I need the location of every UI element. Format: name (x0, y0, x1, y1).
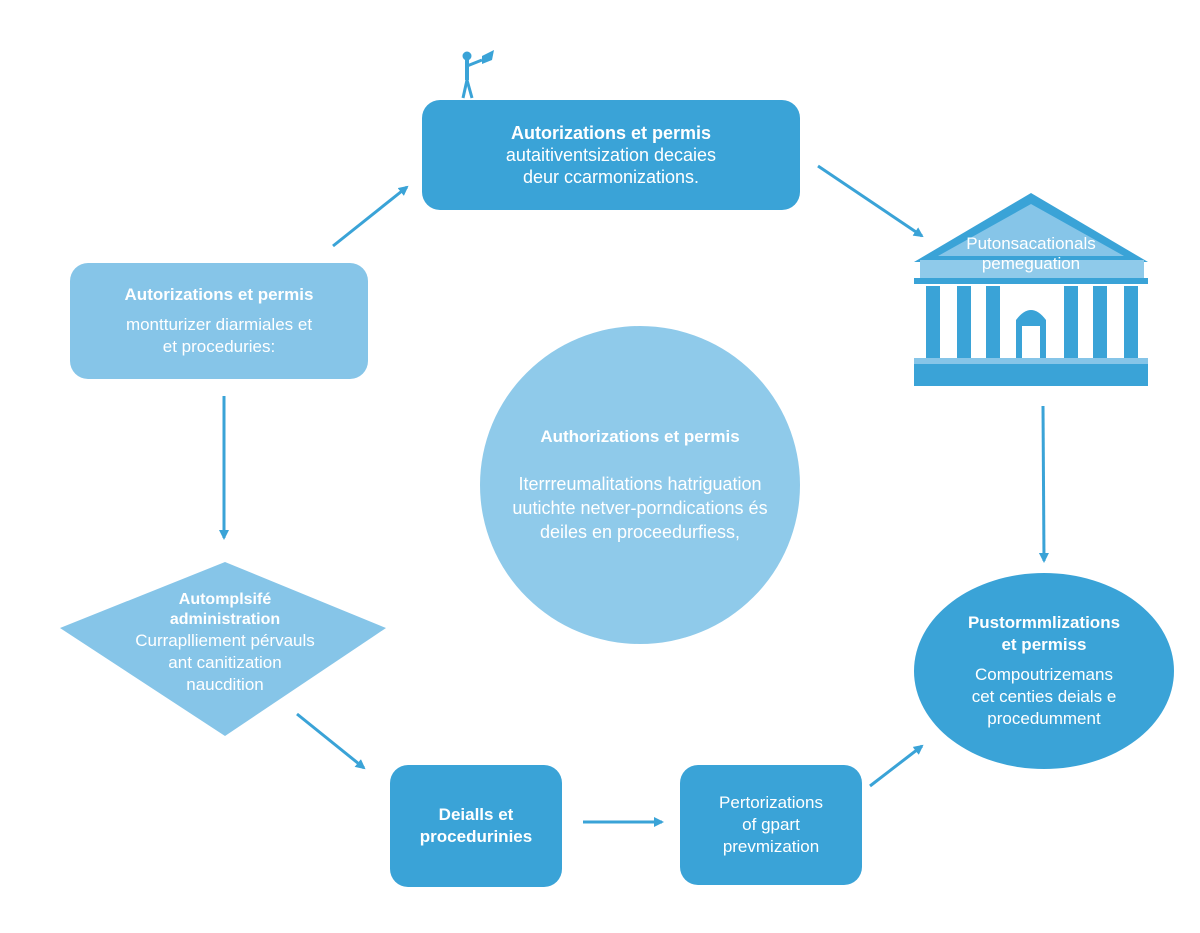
node-center-line-1: Iterrreumalitations hatriguation (518, 474, 762, 494)
node-bottom-left-box: Deialls et procedurinies (390, 765, 562, 887)
node-right-title-1: Pustormmlizations (967, 613, 1121, 632)
node-bottom-right-box: Pertorizations of gpart prevmization (680, 765, 862, 885)
node-right-line-1: Compoutrizemans (975, 665, 1113, 684)
building-label-line-2: pemeguation (981, 254, 1081, 273)
node-right-ellipse: Pustormmlizations et permiss Compoutrize… (914, 573, 1174, 769)
node-center-title: Authorizations et permis (540, 427, 740, 446)
person-with-flag-icon (461, 50, 494, 99)
node-diamond: Automplsifé administration Curraplliemen… (120, 578, 330, 708)
node-left-line-1: montturizer diarmiales et (125, 315, 313, 334)
node-top-line-2: deur ccarmonizations. (522, 167, 700, 187)
node-diamond-line-1: Curraplliement pérvauls (135, 631, 315, 650)
node-bottom1-line-2: procedurinies (419, 827, 533, 846)
node-left-line-2: et proceduries: (162, 337, 276, 356)
node-bottom2-line-2: of gpart (742, 815, 800, 834)
node-left-title: Autorizations et permis (124, 285, 314, 304)
node-diamond-title-1: Automplsifé (178, 591, 272, 608)
node-top-line-1: autaitiventsization decaies (505, 145, 717, 165)
node-bottom1-line-1: Deialls et (438, 805, 514, 824)
node-diamond-line-2: ant canitization (168, 653, 282, 672)
node-center-line-2: uutichte netver-porndications és (512, 498, 768, 518)
diamond-shape (60, 562, 386, 736)
node-bottom2-line-3: prevmization (722, 837, 820, 856)
node-right-line-2: cet centies deials e (971, 687, 1117, 706)
building-label-line-1: Putonsacationals (966, 234, 1096, 253)
arrow-diamond-to-bottom1 (296, 712, 366, 770)
government-building-icon (914, 193, 1148, 386)
node-center-circle: Authorizations et permis Iterrreumalitat… (480, 326, 800, 644)
node-top-box: Autorizations et permis autaitiventsizat… (422, 100, 800, 210)
node-diamond-line-3: naucdition (186, 675, 264, 694)
building-label: Putonsacationals pemeguation (916, 234, 1146, 274)
node-bottom2-line-1: Pertorizations (719, 793, 823, 812)
node-right-line-3: procedumment (987, 709, 1101, 728)
node-right-title-2: et permiss (1001, 635, 1087, 654)
node-top-title: Autorizations et permis (510, 123, 712, 143)
arrow-top-to-building (817, 164, 924, 238)
node-diamond-title-2: administration (169, 611, 281, 628)
arrow-left-to-top (332, 185, 409, 248)
node-center-line-3: deiles en proceedurfiess, (539, 522, 741, 542)
arrow-building-to-right (1038, 405, 1049, 563)
node-left-box: Autorizations et permis montturizer diar… (70, 263, 368, 379)
arrow-bottom2-to-right (869, 744, 924, 788)
